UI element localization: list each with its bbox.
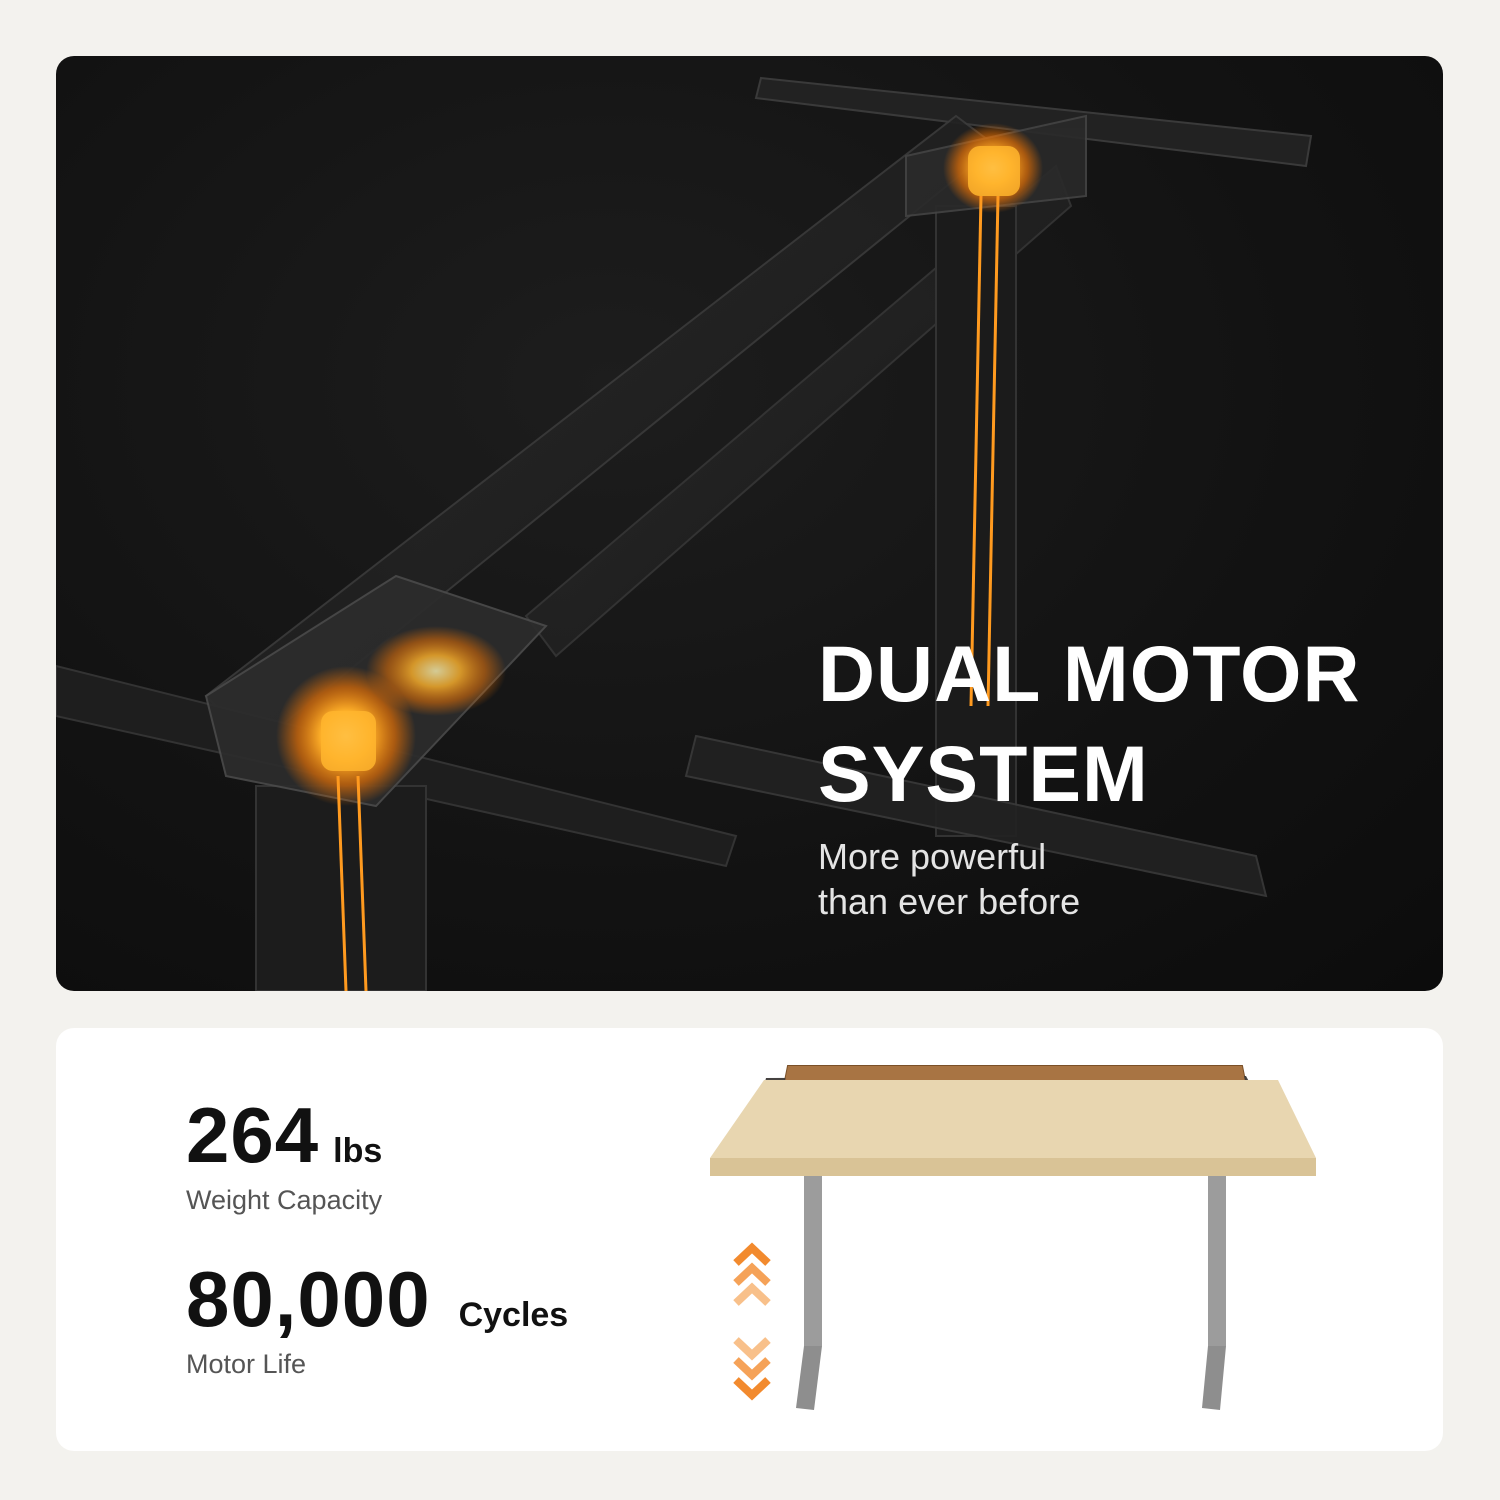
specs-panel: 264 lbs Weight Capacity 80,000 Cycles Moto… <box>56 1028 1443 1451</box>
hero-subtitle-line-1: More powerful <box>818 836 1047 877</box>
cycles-value: 80,000 <box>186 1255 431 1343</box>
down-arrows-icon <box>733 1337 771 1401</box>
desk-illustration <box>710 1065 1316 1410</box>
weight-caption: Weight Capacity <box>186 1185 383 1215</box>
motor-glow-icon <box>276 123 1043 991</box>
weight-capacity-stat: 264 lbs Weight Capacity <box>186 1090 382 1216</box>
desk-frame-illustration <box>56 76 1313 991</box>
cycles-caption: Motor Life <box>186 1349 307 1379</box>
motor-life-stat: 80,000 Cycles Motor Life <box>186 1254 568 1380</box>
hero-subtitle-line-2: than ever before <box>818 881 1081 922</box>
hero-subtitle: More powerful than ever before <box>818 834 1238 924</box>
hero-title-line-1: DUAL MOTOR <box>818 629 1361 718</box>
up-arrows-icon <box>733 1242 771 1306</box>
hero-panel: DUAL MOTOR SYSTEM More powerful than eve… <box>56 56 1443 991</box>
hero-title: DUAL MOTOR SYSTEM <box>818 624 1418 824</box>
weight-value: 264 <box>186 1091 320 1179</box>
weight-unit: lbs <box>333 1132 383 1170</box>
cycles-unit: Cycles <box>458 1296 569 1334</box>
hero-title-line-2: SYSTEM <box>818 729 1149 818</box>
